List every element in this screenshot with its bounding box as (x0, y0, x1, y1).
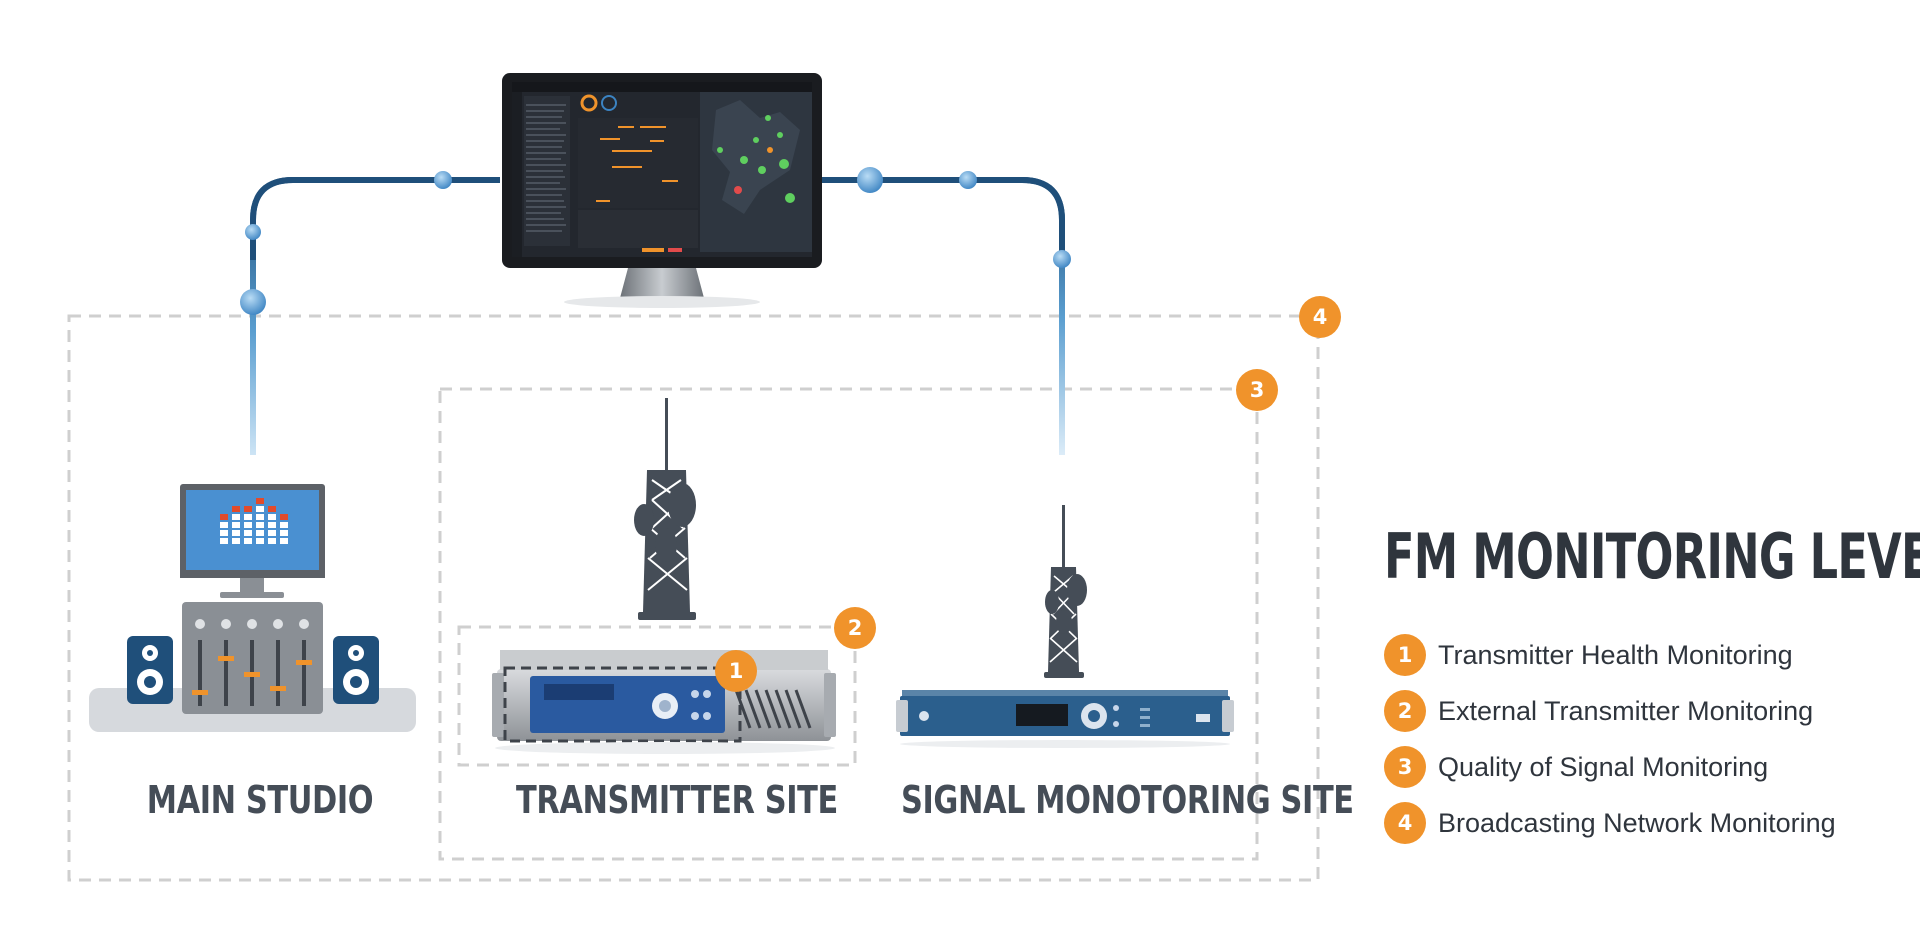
legend-item: 2 External Transmitter Monitoring (1384, 683, 1904, 739)
signal-connection-top (820, 177, 1065, 260)
level-4-boundary (67, 314, 1320, 882)
antenna-tower-icon (634, 398, 696, 620)
studio-mixer-icon (89, 484, 416, 732)
level-4-badge: 4 (1299, 296, 1341, 338)
legend-label: Broadcasting Network Monitoring (1438, 807, 1836, 838)
level-1-badge: 1 (715, 650, 757, 692)
connection-node (240, 289, 266, 315)
transmitter-rack-icon (492, 650, 836, 754)
connection-node (959, 171, 977, 189)
legend-label: Transmitter Health Monitoring (1438, 639, 1793, 670)
level-3-badge: 3 (1236, 369, 1278, 411)
legend-label: Quality of Signal Monitoring (1438, 751, 1769, 782)
connection-node (245, 224, 261, 240)
dashboard-monitor-icon (502, 73, 822, 308)
legend-item: 1 Transmitter Health Monitoring (1384, 627, 1904, 683)
connection-node (1053, 250, 1071, 268)
studio-connection-top (250, 177, 500, 260)
level-2-badge: 2 (834, 607, 876, 649)
legend-item: 3 Quality of Signal Monitoring (1384, 739, 1904, 795)
legend-title: FM MONITORING LEVELS (1384, 520, 1920, 593)
main-studio-label: MAIN STUDIO (146, 778, 374, 822)
transmitter-site-label: TRANSMITTER SITE (516, 778, 838, 822)
legend: FM MONITORING LEVELS 1 Transmitter Healt… (1384, 520, 1920, 851)
legend-badge: 1 (1384, 634, 1426, 676)
legend-item: 4 Broadcasting Network Monitoring (1384, 795, 1904, 851)
legend-badge: 2 (1384, 690, 1426, 732)
legend-label: External Transmitter Monitoring (1438, 695, 1814, 726)
connection-node (857, 167, 883, 193)
legend-badge: 3 (1384, 746, 1426, 788)
monitoring-probe-icon (896, 690, 1234, 748)
connection-node (434, 171, 452, 189)
level-2-boundary (457, 625, 857, 767)
signal-monitoring-site-label: SIGNAL MONOTORING SITE (901, 778, 1354, 822)
level-3-boundary (438, 387, 1259, 861)
legend-badge: 4 (1384, 802, 1426, 844)
antenna-tower-icon (1044, 505, 1087, 678)
